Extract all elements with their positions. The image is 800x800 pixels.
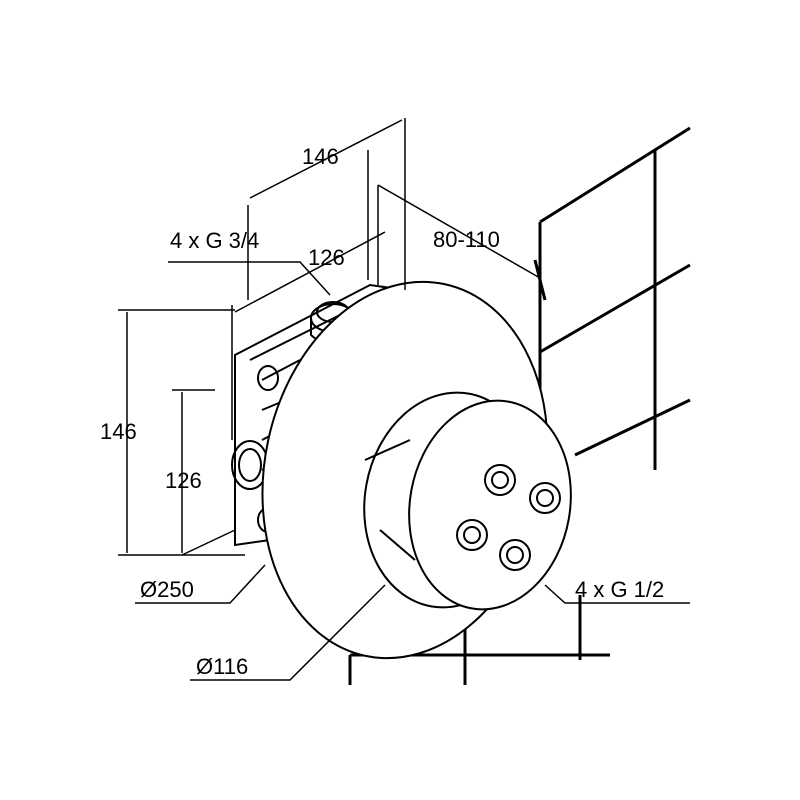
dim-height-outer: 146: [100, 419, 137, 444]
dim-body-diameter: Ø116: [196, 654, 249, 679]
dim-inlet-thread: 4 x G 3/4: [170, 228, 260, 253]
dim-top-depth: 146: [302, 144, 339, 169]
dim-cover-diameter: Ø250: [140, 577, 194, 602]
dim-wall-range: 80-110: [433, 227, 500, 252]
dim-inner-depth: 126: [308, 245, 345, 270]
dim-height-inner: 126: [165, 468, 202, 493]
valve-body: [363, 391, 572, 611]
dim-outlet-thread: 4 x G 1/2: [575, 577, 665, 602]
dimension-lines: [118, 118, 690, 681]
